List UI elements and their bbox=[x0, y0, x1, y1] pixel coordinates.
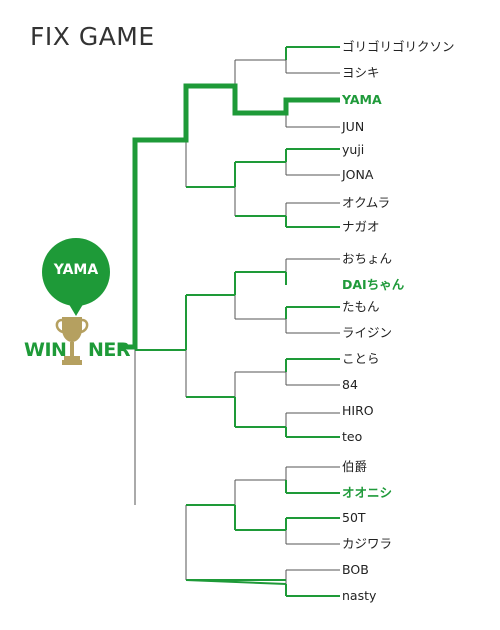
player-name: オクムラ bbox=[342, 195, 391, 210]
player-name: ヨシキ bbox=[342, 65, 380, 80]
player-name: ナガオ bbox=[342, 219, 380, 234]
champion-bubble bbox=[42, 238, 110, 306]
page-title: FIX GAME bbox=[30, 22, 155, 51]
player-name: ゴリゴリゴリクソン bbox=[342, 39, 455, 54]
player-name: YAMA bbox=[342, 92, 382, 107]
player-name: 伯爵 bbox=[342, 459, 368, 474]
bracket-lines bbox=[120, 46, 340, 597]
winner-label-left: WIN bbox=[24, 339, 67, 361]
winner-label-right: NER bbox=[88, 339, 131, 361]
player-name: たもん bbox=[342, 299, 380, 314]
player-name: オオニシ bbox=[342, 485, 393, 500]
champion-bubble-tail bbox=[64, 296, 88, 316]
player-name: 50T bbox=[342, 510, 366, 525]
player-name: 84 bbox=[342, 377, 358, 392]
player-name: JONA bbox=[342, 167, 374, 182]
player-name: ことら bbox=[342, 351, 380, 366]
player-name: HIRO bbox=[342, 403, 374, 418]
champion-name: YAMA bbox=[53, 262, 99, 278]
player-name: BOB bbox=[342, 562, 369, 577]
player-name: カジワラ bbox=[342, 536, 393, 551]
player-name: おちょん bbox=[342, 251, 393, 266]
trophy-icon bbox=[55, 317, 89, 365]
player-name: DAIちゃん bbox=[342, 277, 405, 292]
player-name: nasty bbox=[342, 588, 377, 603]
player-name: ライジン bbox=[342, 325, 393, 340]
player-name: yuji bbox=[342, 142, 365, 157]
player-name: JUN bbox=[342, 119, 365, 134]
player-name: teo bbox=[342, 429, 363, 444]
